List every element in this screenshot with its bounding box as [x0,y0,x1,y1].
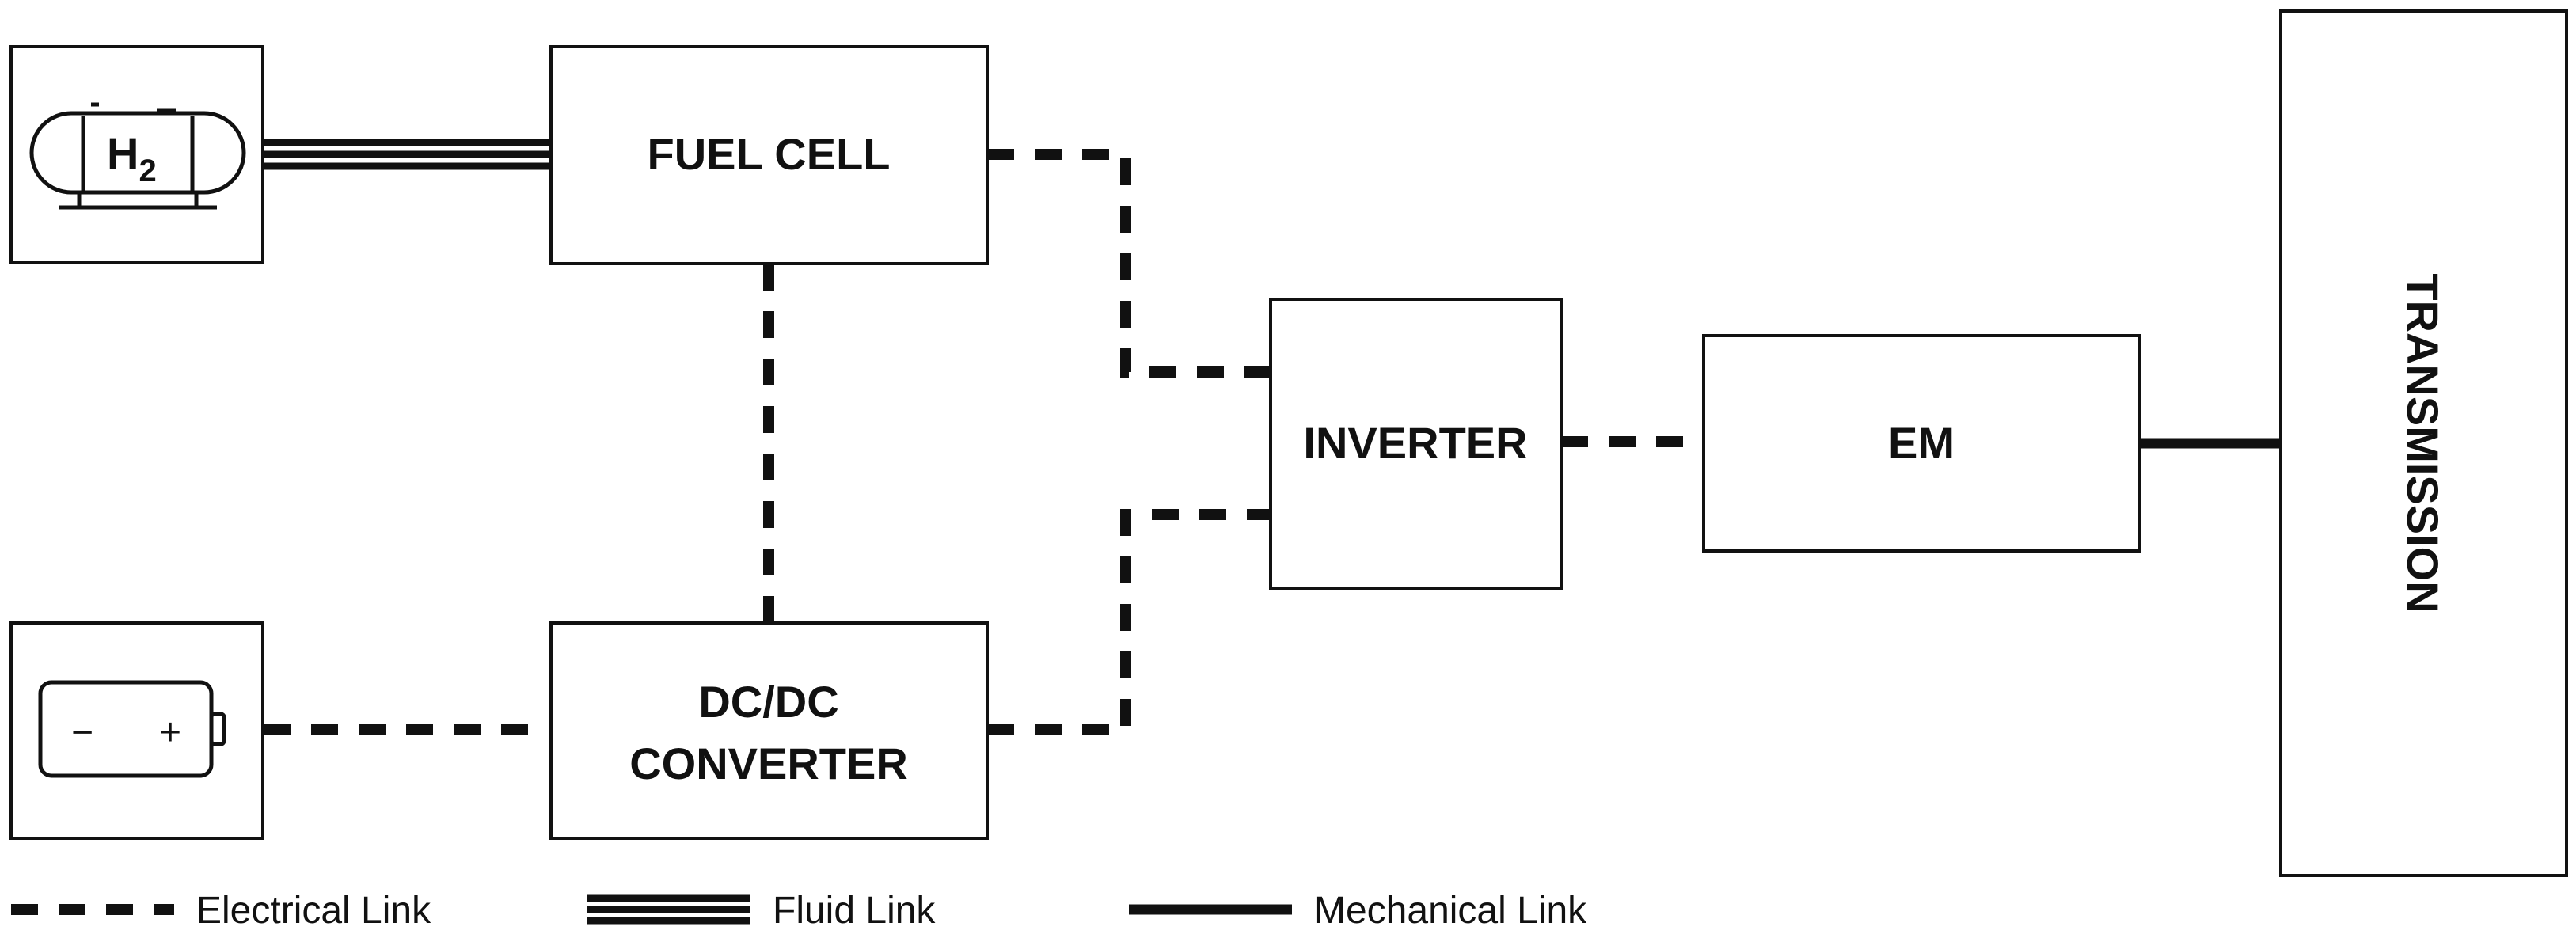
fluid-link-h2-fuelcell [263,139,551,170]
dcdc-label-line1: DC/DC [698,677,838,727]
legend-item-fluid: Fluid Link [587,890,936,932]
battery-block: − + [9,621,264,840]
battery-plus: + [159,712,181,754]
transmission-label: TRANSMISSION [2398,273,2448,613]
fuel-cell-block: FUEL CELL [549,45,989,265]
legend: Electrical Link Fluid Link Mechanical Li… [11,890,1587,932]
em-label: EM [1888,418,1955,468]
dcdc-converter-block: DC/DC CONVERTER [549,621,989,840]
h2-main: H [107,128,139,178]
fuel-cell-label: FUEL CELL [648,129,891,179]
transmission-block: TRANSMISSION [2279,9,2568,877]
electrical-link-fuelcell-inverter [987,149,1271,378]
em-block: EM [1702,334,2141,553]
hydrogen-tank-block: H2 [9,45,264,264]
legend-label-fluid: Fluid Link [773,890,936,932]
legend-item-electrical: Electrical Link [11,890,431,932]
inverter-label: INVERTER [1303,418,1527,468]
battery-minus: − [71,712,93,754]
hydrogen-tank-icon: H2 [29,102,246,210]
h2-subscript: 2 [139,154,156,188]
battery-icon: − + [38,680,226,778]
legend-swatch-fluid [587,894,750,925]
h2-label: H2 [107,128,157,188]
electrical-link-dcdc-inverter [987,509,1271,735]
links [263,139,2281,735]
dcdc-label-line2: CONVERTER [629,739,908,788]
legend-label-electrical: Electrical Link [196,890,431,932]
legend-label-mechanical: Mechanical Link [1314,890,1587,932]
inverter-block: INVERTER [1269,298,1563,590]
legend-item-mechanical: Mechanical Link [1129,890,1587,932]
